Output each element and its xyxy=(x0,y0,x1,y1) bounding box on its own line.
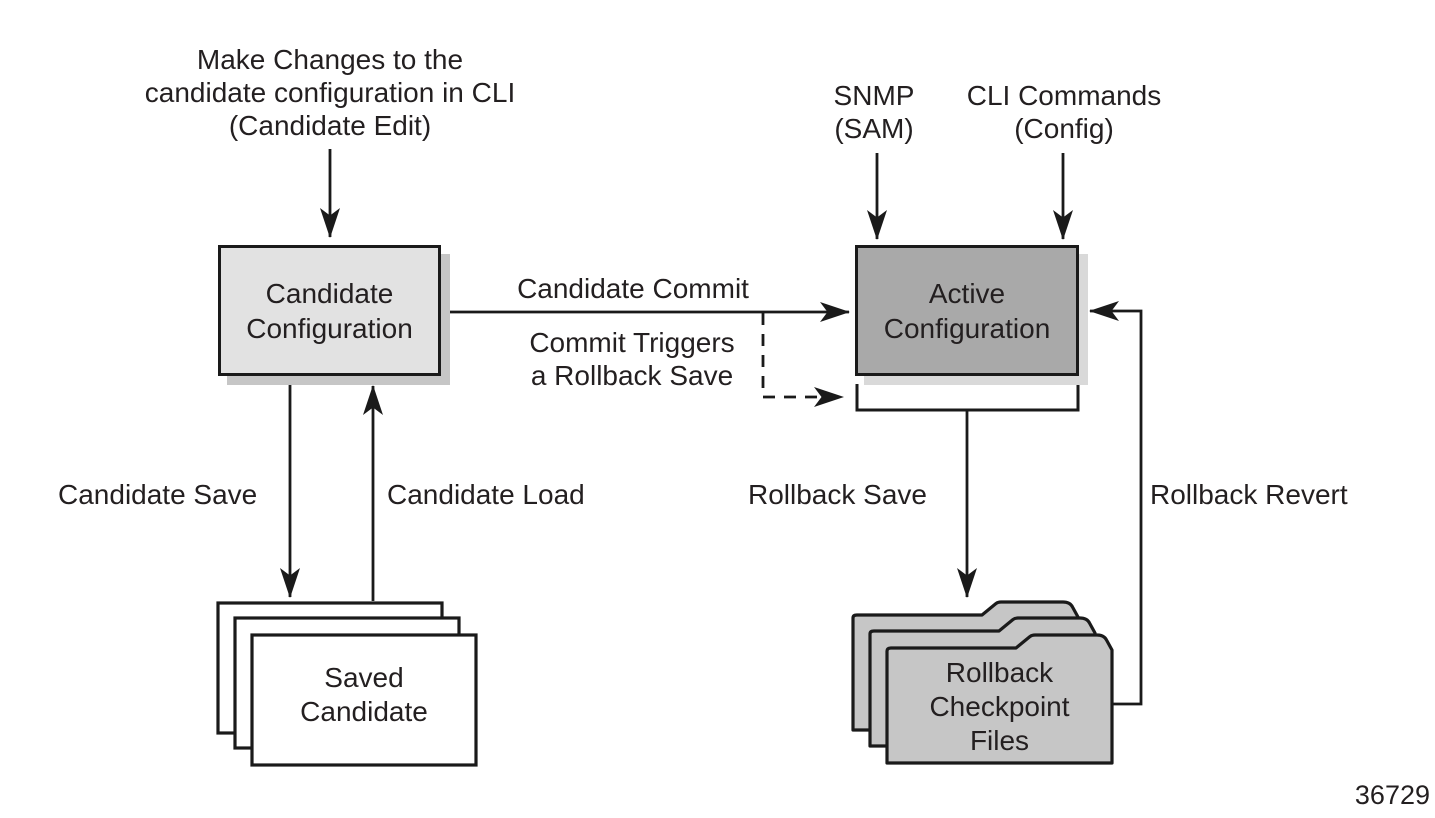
candidate-configuration-box: Candidate Configuration xyxy=(218,245,441,376)
rollback-bracket xyxy=(855,384,1080,412)
saved-candidate-page-front xyxy=(250,633,478,767)
figure-number: 36729 xyxy=(1354,780,1430,810)
candidate-load-label: Candidate Load xyxy=(387,479,585,510)
commit-triggers-line-1: Commit Triggers xyxy=(529,327,735,358)
make-changes-label: Make Changes to the candidate configurat… xyxy=(105,43,555,142)
cli-commands-line-1: CLI Commands xyxy=(966,80,1162,111)
saved-candidate-label: Saved Candidate xyxy=(252,661,476,729)
make-changes-line-1: Make Changes to the xyxy=(196,44,464,75)
active-configuration-box: Active Configuration xyxy=(855,245,1079,376)
saved-candidate-line-1: Saved xyxy=(324,662,404,693)
commit-triggers-label: Commit Triggers a Rollback Save xyxy=(492,326,772,392)
rollback-save-label: Rollback Save xyxy=(748,479,927,510)
candidate-commit-label: Candidate Commit xyxy=(517,273,749,304)
make-changes-line-2: candidate configuration in CLI xyxy=(144,77,516,108)
rollback-folder-front xyxy=(885,633,1114,765)
candidate-configuration-line-1: Candidate xyxy=(265,277,394,309)
saved-candidate-line-2: Candidate xyxy=(300,696,428,727)
snmp-line-1: SNMP xyxy=(833,80,915,111)
cli-commands-line-2: (Config) xyxy=(1014,113,1114,144)
active-configuration-line-2: Configuration xyxy=(883,312,1051,344)
snmp-line-2: (SAM) xyxy=(834,113,914,144)
rollback-checkpoint-files-label: Rollback Checkpoint Files xyxy=(887,656,1112,758)
candidate-configuration-line-2: Configuration xyxy=(246,312,413,344)
cli-commands-label: CLI Commands (Config) xyxy=(944,79,1184,145)
active-configuration-line-1: Active xyxy=(928,277,1006,309)
commit-triggers-dashed-arrow xyxy=(761,313,844,407)
rollback-revert-label: Rollback Revert xyxy=(1150,479,1348,510)
commit-triggers-line-2: a Rollback Save xyxy=(530,360,734,391)
rollback-revert-arrow xyxy=(1089,301,1143,706)
make-changes-line-3: (Candidate Edit) xyxy=(228,110,432,141)
candidate-save-label: Candidate Save xyxy=(58,479,258,510)
rollback-checkpoint-line-2: Checkpoint xyxy=(929,691,1070,722)
rollback-checkpoint-line-1: Rollback xyxy=(945,657,1054,688)
snmp-label: SNMP (SAM) xyxy=(774,79,974,145)
rollback-checkpoint-line-3: Files xyxy=(969,725,1030,756)
